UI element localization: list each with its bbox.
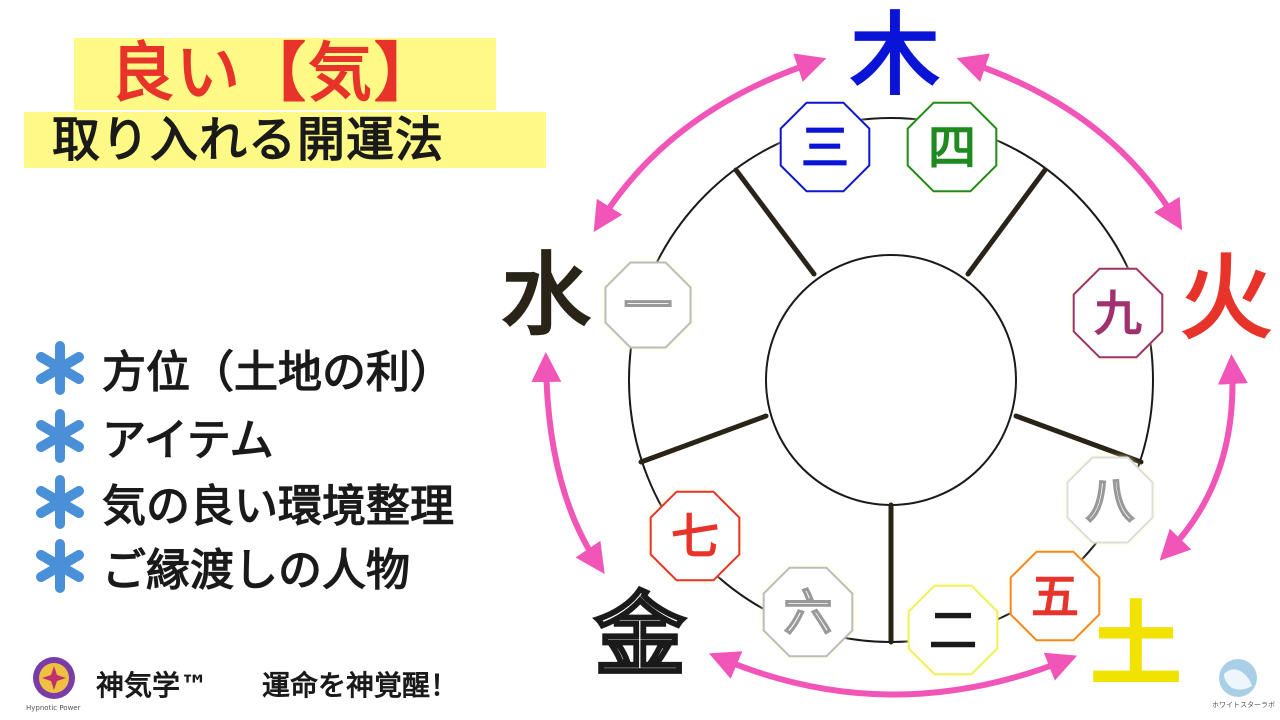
star-badge-s6: 六 (762, 566, 854, 658)
arrow-wood-fire (956, 53, 1183, 231)
left-logo-text: Hypnotic Power (26, 704, 81, 712)
star-badge-octagon (649, 490, 741, 582)
arrow-metal-water (531, 352, 605, 574)
star-badge-s8: 八 (1066, 456, 1154, 544)
star-badge-s4: 四 (906, 101, 998, 193)
bullet-label: アイテム (102, 415, 274, 466)
element-earth: 土 (1091, 593, 1181, 698)
star-badge-octagon (779, 101, 871, 193)
element-water: 水 (501, 243, 592, 348)
brand-name: 神気学™ (96, 669, 209, 702)
bullet-item: 方位（土地の利） (32, 340, 454, 398)
star-badge-s5: 五 (1009, 550, 1101, 642)
asterisk-icon (36, 475, 84, 529)
element-wood: 木 (850, 3, 940, 108)
star-badge-s3: 三 (779, 101, 871, 193)
star-badge-label: 七 (671, 509, 719, 565)
star-badge-label: 四 (928, 120, 976, 176)
title-highlight-1 (74, 38, 496, 110)
slogan: 運命を神覚醒！ (262, 669, 459, 702)
bullet-label: 方位（土地の利） (102, 347, 454, 398)
star-badge-label: 五 (1031, 569, 1079, 625)
star-badge-label: 三 (801, 120, 849, 176)
white-star-lab-logo: ホワイトスターラボ (1212, 656, 1275, 716)
page-title: 良い【気】 (110, 37, 440, 111)
star-badge-s9: 九 (1072, 267, 1164, 359)
arrow-water-wood (593, 53, 827, 233)
bullet-label: ご縁渡しの人物 (102, 545, 410, 596)
star-badge-label: 二 (929, 603, 977, 659)
bullet-item: 気の良い環境整理 (32, 474, 454, 532)
title-highlight-2 (24, 112, 546, 168)
element-metal: 金 (594, 583, 686, 688)
asterisk-icon (36, 539, 84, 593)
star-badge-label: 六 (784, 585, 832, 641)
bullet-item: アイテム (32, 408, 274, 466)
hypnotic-power-logo: Hypnotic Power (26, 654, 81, 716)
arrow-fire-earth (1159, 354, 1248, 561)
arrow-earth-metal (708, 651, 1078, 698)
lotus-logo-icon (33, 657, 75, 699)
star-badge-label: 九 (1094, 286, 1142, 342)
star-badge-octagon (907, 584, 999, 676)
star-badge-octagon (906, 101, 998, 193)
star-badge-label: 八 (1086, 473, 1135, 529)
star-badge-octagon (1009, 550, 1101, 642)
bullet-item: ご縁渡しの人物 (32, 538, 410, 596)
star-badge-octagon (1072, 267, 1164, 359)
asterisk-icon (36, 341, 84, 395)
star-badge-octagon (762, 566, 854, 658)
globe-logo-icon (1219, 659, 1257, 697)
star-badge-label: 一 (624, 278, 672, 334)
inner-ring (765, 254, 1017, 506)
page-subtitle: 取り入れる開運法 (52, 112, 445, 168)
star-badge-s2: 二 (907, 584, 999, 676)
star-badge-octagon (604, 261, 692, 349)
star-badge-s7: 七 (649, 490, 741, 582)
bullet-label: 気の良い環境整理 (102, 481, 454, 532)
star-badge-s1: 一 (604, 261, 692, 349)
right-logo-text: ホワイトスターラボ (1212, 701, 1275, 709)
asterisk-icon (36, 409, 84, 463)
element-fire: 火 (1180, 245, 1272, 352)
star-badge-octagon (1066, 456, 1154, 544)
